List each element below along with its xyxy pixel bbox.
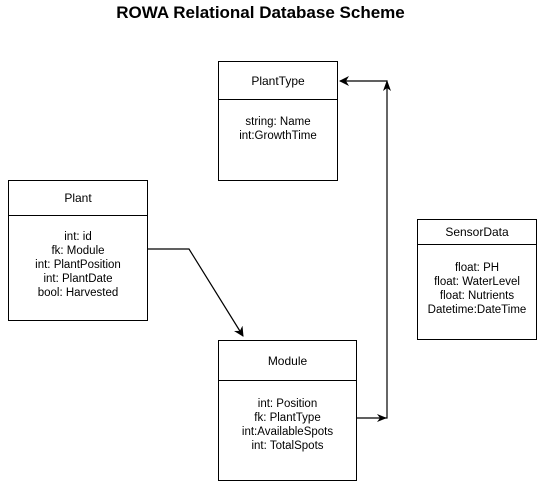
entity-plant[interactable]: Plant int: id fk: Module int: PlantPosit… [8,180,148,321]
field-item: bool: Harvested [37,287,119,299]
entity-plant-header: Plant [9,181,147,216]
field-item: int: TotalSpots [251,440,324,452]
module-to-planttype-upward-arrowhead [383,80,391,91]
entity-sensor-data[interactable]: SensorData float: PH float: WaterLevel f… [417,219,537,340]
field-item: int: Position [257,398,318,410]
field-item: float: Nutrients [439,290,515,302]
field-item: int: PlantPosition [35,259,121,271]
field-item: float: PH [454,262,500,274]
diagram-title: ROWA Relational Database Scheme [116,3,405,22]
entity-plant-fields: int: id fk: Module int: PlantPosition in… [9,216,147,300]
entity-plant-type-header: PlantType [219,62,337,100]
entity-plant-type[interactable]: PlantType string: Name int:GrowthTime [218,61,338,181]
plant-to-module-arrow [148,248,244,337]
field-item: float: WaterLevel [434,276,520,288]
module-to-planttype-right-arrowhead [377,414,387,422]
field-item: int: id [64,231,92,243]
entity-plant-type-fields: string: Name int:GrowthTime [219,100,337,143]
field-item: string: Name [245,116,311,128]
field-item: int:GrowthTime [239,130,317,142]
field-item: fk: PlantType [254,412,321,424]
entity-module-fields: int: Position fk: PlantType int:Availabl… [219,381,356,453]
module-to-planttype-arrow [339,76,388,419]
field-item: int: PlantDate [43,273,113,285]
entity-sensor-data-fields: float: PH float: WaterLevel float: Nutri… [418,245,536,317]
entity-module[interactable]: Module int: Position fk: PlantType int:A… [218,340,357,481]
field-item: Datetime:DateTime [427,304,527,316]
field-item: fk: Module [51,245,105,257]
entity-sensor-data-header: SensorData [418,220,536,245]
entity-module-header: Module [219,341,356,381]
field-item: int:AvailableSpots [241,426,334,438]
